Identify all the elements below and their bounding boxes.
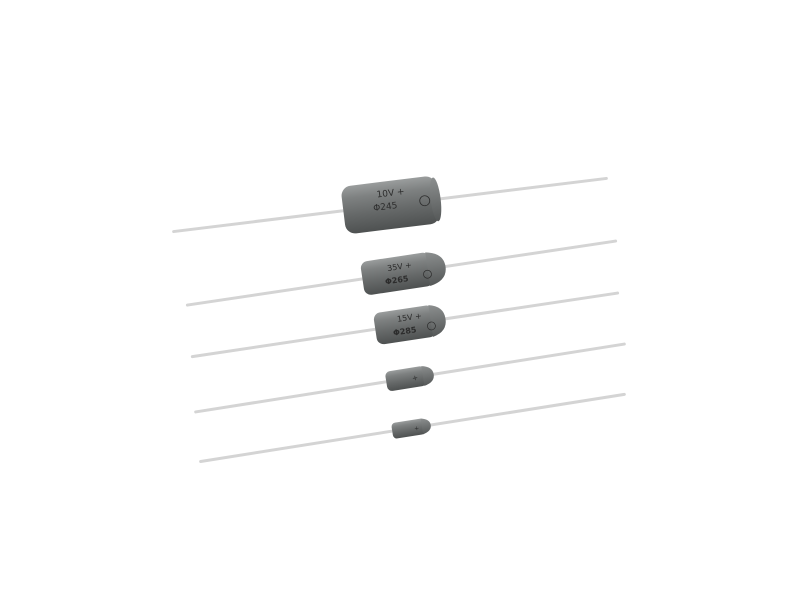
manufacturer-logo-icon xyxy=(419,195,431,207)
capacitor-medium-2: 15V + Φ285 xyxy=(190,291,620,359)
capacitor-marking-rating: 10V + xyxy=(376,187,405,200)
capacitor-medium-1: 35V + Φ265 xyxy=(185,239,618,307)
capacitor-marking-rating: 35V + xyxy=(387,261,413,274)
capacitor-marking-polarity: + xyxy=(412,374,419,383)
capacitor-marking-polarity: + xyxy=(414,425,420,433)
capacitor-end xyxy=(425,252,446,286)
capacitor-marking-code: Φ265 xyxy=(384,274,409,286)
capacitor-end xyxy=(430,177,442,222)
capacitor-body xyxy=(385,366,427,391)
capacitor-small-2: + xyxy=(199,392,626,463)
capacitor-body xyxy=(360,252,434,295)
capacitor-body xyxy=(391,418,426,439)
capacitor-end xyxy=(421,366,434,386)
capacitor-end xyxy=(420,418,431,435)
capacitor-body xyxy=(373,305,437,345)
capacitor-marking-code: Φ285 xyxy=(392,325,417,337)
manufacturer-logo-icon xyxy=(427,321,436,331)
capacitor-large: 10V + Φ245 xyxy=(172,176,608,234)
capacitor-marking-rating: 15V + xyxy=(396,311,422,324)
capacitor-end xyxy=(428,305,446,337)
manufacturer-logo-icon xyxy=(423,269,432,279)
capacitor-body xyxy=(341,176,440,234)
capacitor-marking-code: Φ245 xyxy=(373,201,398,214)
capacitor-small-1: + xyxy=(194,342,626,414)
